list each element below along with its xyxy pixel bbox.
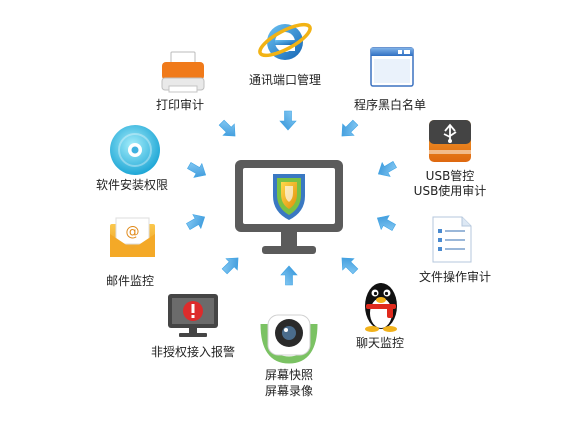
shield-icon: [273, 174, 305, 220]
label-usb-2: USB使用审计: [413, 184, 487, 198]
camera-icon: [260, 314, 318, 364]
arrow-alert-icon: [221, 257, 239, 275]
mail-envelope-icon: @: [110, 217, 155, 257]
center-monitor-icon: [235, 160, 343, 254]
arrow-mail-icon: [186, 214, 206, 230]
svg-text:@: @: [126, 224, 140, 240]
arrow-print-icon: [218, 119, 236, 137]
label-usb-1: USB管控: [425, 169, 475, 183]
arrow-blacklist-icon: [341, 119, 359, 137]
printer-icon: [161, 51, 205, 93]
arrow-screen-icon: [280, 265, 298, 286]
document-list-icon: [432, 216, 472, 263]
qq-penguin-icon: [365, 283, 397, 332]
arrow-chat-icon: [341, 257, 359, 275]
label-screen-2: 屏幕录像: [264, 384, 313, 398]
label-print: 打印审计: [155, 98, 204, 112]
label-blacklist: 程序黑白名单: [353, 98, 426, 112]
arrow-software-icon: [187, 162, 207, 178]
program-window-icon: [370, 47, 414, 87]
arrow-group: [186, 110, 397, 286]
arrow-file-icon: [376, 215, 396, 231]
disc-icon: [110, 125, 160, 175]
arrow-usb-icon: [377, 161, 397, 177]
label-software: 软件安装权限: [95, 178, 168, 192]
monitor-alert-icon: [168, 294, 218, 337]
label-file: 文件操作审计: [418, 270, 491, 284]
label-mail: 邮件监控: [105, 274, 154, 288]
usb-drive-icon: [429, 120, 471, 162]
label-port: 通讯端口管理: [248, 73, 321, 87]
label-screen-1: 屏幕快照: [264, 368, 313, 382]
ie-browser-icon: [258, 22, 312, 60]
arrow-port-icon: [279, 110, 297, 131]
label-alert: 非授权接入报警: [150, 345, 235, 359]
label-chat: 聊天监控: [355, 336, 404, 350]
